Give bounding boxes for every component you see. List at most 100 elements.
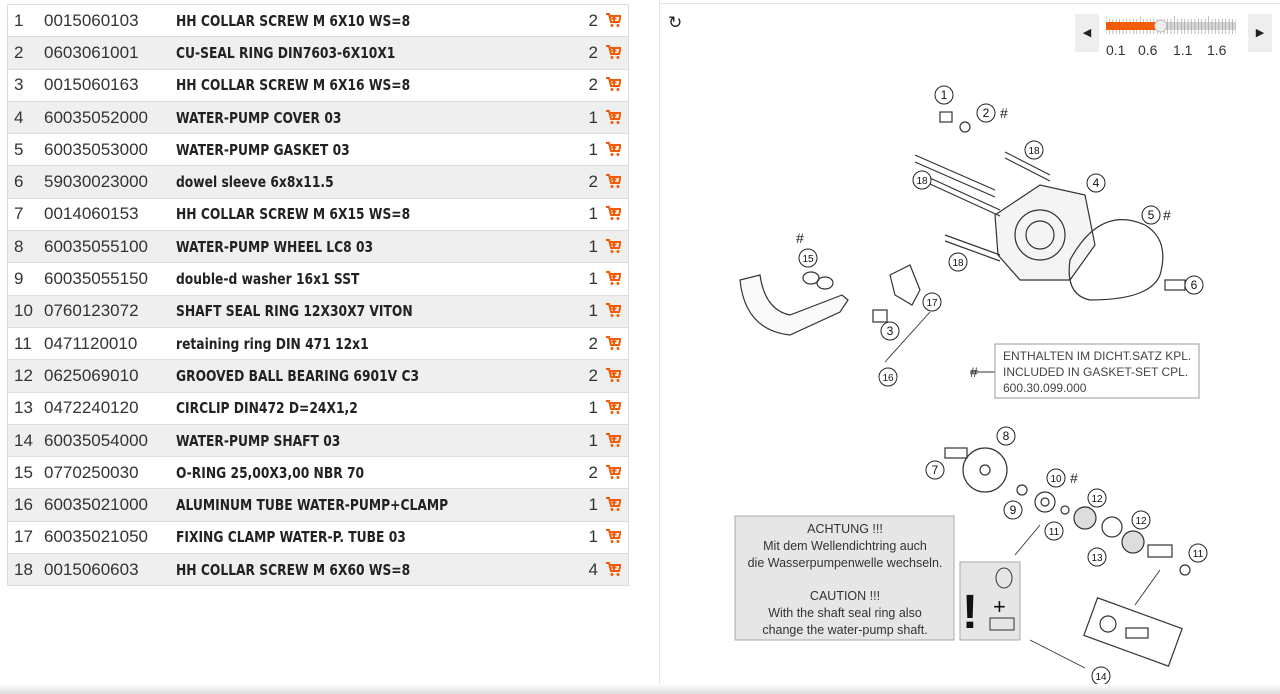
part-number[interactable]: 0014060153 [44, 204, 139, 224]
callout-6[interactable]: 6 [1184, 275, 1204, 295]
cart-plus-icon[interactable] [605, 173, 621, 189]
cart-plus-icon[interactable] [605, 76, 621, 92]
part-number[interactable]: 0015060603 [44, 559, 139, 579]
cart-plus-icon[interactable] [605, 270, 621, 286]
callout-label: 13 [1091, 553, 1103, 564]
hash-mark: # [1163, 207, 1171, 223]
callout-label: 6 [1191, 278, 1198, 292]
callout-label: 18 [916, 176, 928, 187]
part-description: CIRCLIP DIN472 D=24X1,2 [176, 399, 358, 418]
zoom-out-button[interactable]: ◀ [1075, 14, 1099, 52]
callout-9[interactable]: 9 [1003, 500, 1023, 520]
part-description: CU-SEAL RING DIN7603-6X10X1 [176, 43, 396, 62]
position-number: 10 [14, 301, 33, 321]
cart-plus-icon[interactable] [605, 367, 621, 383]
part-number[interactable]: 60035054000 [44, 430, 149, 450]
part-number[interactable]: 0770250030 [44, 462, 139, 482]
callout-17[interactable]: 17 [922, 292, 942, 312]
position-number: 16 [14, 495, 33, 515]
part-description: GROOVED BALL BEARING 6901V C3 [176, 366, 420, 385]
callout-11[interactable]: 11 [1044, 521, 1064, 541]
callout-1[interactable]: 1 [934, 85, 954, 105]
zoom-slider[interactable] [1106, 14, 1236, 36]
parts-row: 17 60035021050 FIXING CLAMP WATER-P. TUB… [7, 521, 629, 554]
warning-box: ! + [959, 561, 1021, 641]
cart-plus-icon[interactable] [605, 109, 621, 125]
callout-18[interactable]: 18 [948, 252, 968, 272]
callout-14[interactable]: 14 [1091, 666, 1111, 686]
cart-plus-icon[interactable] [605, 464, 621, 480]
callout-7[interactable]: 7 [925, 460, 945, 480]
quantity: 2 [588, 365, 598, 385]
part-number[interactable]: 60035021000 [44, 495, 149, 515]
part-number[interactable]: 60035052000 [44, 107, 149, 127]
slider-fill [1106, 22, 1161, 30]
part-number[interactable]: 0625069010 [44, 365, 139, 385]
part-number[interactable]: 0015060163 [44, 75, 139, 95]
callout-12[interactable]: 12 [1087, 488, 1107, 508]
callout-16[interactable]: 16 [878, 367, 898, 387]
cart-plus-icon[interactable] [605, 496, 621, 512]
callout-2[interactable]: 2 [976, 103, 996, 123]
position-number: 4 [14, 107, 24, 127]
cart-plus-icon[interactable] [605, 141, 621, 157]
callout-label: 9 [1010, 503, 1017, 517]
position-number: 13 [14, 398, 33, 418]
position-number: 11 [14, 333, 32, 353]
callout-4[interactable]: 4 [1086, 173, 1106, 193]
part-number[interactable]: 0472240120 [44, 398, 139, 418]
zoom-tick-label: 1.6 [1207, 42, 1227, 58]
parts-row: 18 0015060603 HH COLLAR SCREW M 6X60 WS=… [7, 553, 629, 586]
cart-plus-icon[interactable] [605, 399, 621, 415]
parts-row: 13 0472240120 CIRCLIP DIN472 D=24X1,2 1 [7, 392, 629, 425]
callout-8[interactable]: 8 [996, 426, 1016, 446]
part-number[interactable]: 60035055150 [44, 269, 149, 289]
cart-plus-icon[interactable] [605, 44, 621, 60]
callout-3[interactable]: 3 [880, 321, 900, 341]
gasket-set-note: ENTHALTEN IM DICHT.SATZ KPL. INCLUDED IN… [994, 343, 1200, 399]
callout-18[interactable]: 18 [1024, 140, 1044, 160]
part-description: WATER-PUMP SHAFT 03 [176, 431, 341, 450]
part-description: FIXING CLAMP WATER-P. TUBE 03 [176, 528, 406, 547]
part-description: HH COLLAR SCREW M 6X10 WS=8 [176, 11, 411, 30]
cart-plus-icon[interactable] [605, 12, 621, 28]
part-description: HH COLLAR SCREW M 6X60 WS=8 [176, 560, 411, 579]
cart-plus-icon[interactable] [605, 561, 621, 577]
parts-row: 11 0471120010 retaining ring DIN 471 12x… [7, 327, 629, 360]
cart-plus-icon[interactable] [605, 528, 621, 544]
position-number: 6 [14, 172, 24, 192]
refresh-icon[interactable]: ↻ [668, 13, 683, 32]
parts-row: 10 0760123072 SHAFT SEAL RING 12X30X7 VI… [7, 295, 629, 328]
part-number[interactable]: 60035055100 [44, 236, 149, 256]
callout-10[interactable]: 10 [1046, 468, 1066, 488]
part-number[interactable]: 60035053000 [44, 139, 149, 159]
part-number[interactable]: 0603061001 [44, 42, 139, 62]
callout-11[interactable]: 11 [1188, 543, 1208, 563]
svg-text:!: ! [962, 586, 978, 639]
parts-row: 15 0770250030 O-RING 25,00X3,00 NBR 70 2 [7, 457, 629, 489]
zoom-in-button[interactable]: ▶ [1248, 14, 1272, 52]
part-number[interactable]: 0471120010 [44, 333, 138, 353]
cart-plus-icon[interactable] [605, 335, 621, 351]
svg-text:CAUTION !!!: CAUTION !!! [810, 589, 880, 603]
callout-12[interactable]: 12 [1131, 510, 1151, 530]
callout-15[interactable]: 15 [798, 248, 818, 268]
part-number[interactable]: 59030023000 [44, 172, 149, 192]
quantity: 2 [588, 172, 598, 192]
callout-5[interactable]: 5 [1141, 205, 1161, 225]
callout-13[interactable]: 13 [1087, 547, 1107, 567]
cart-plus-icon[interactable] [605, 432, 621, 448]
cart-plus-icon[interactable] [605, 205, 621, 221]
quantity: 1 [588, 495, 598, 515]
callout-18[interactable]: 18 [912, 170, 932, 190]
parts-row: 12 0625069010 GROOVED BALL BEARING 6901V… [7, 359, 629, 393]
cart-plus-icon[interactable] [605, 302, 621, 318]
part-number[interactable]: 0760123072 [44, 301, 139, 321]
part-description: WATER-PUMP COVER 03 [176, 108, 342, 127]
svg-text:change the water-pump shaft.: change the water-pump shaft. [762, 623, 927, 637]
quantity: 1 [588, 398, 598, 418]
part-number[interactable]: 60035021050 [44, 527, 149, 547]
cart-plus-icon[interactable] [605, 238, 621, 254]
part-number[interactable]: 0015060103 [44, 10, 139, 30]
